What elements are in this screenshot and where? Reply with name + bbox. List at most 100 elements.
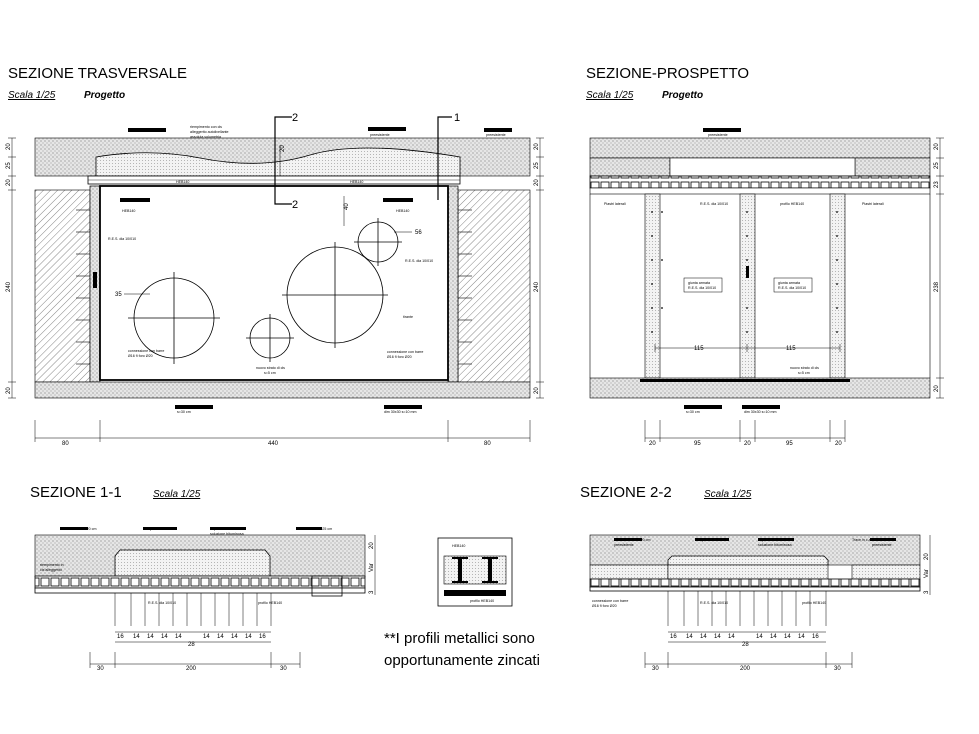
label-res-prospetto: R.E.S. dia 10/010 (700, 202, 728, 206)
project-label-prospetto: Progetto (662, 90, 703, 101)
label-connessione-1: connessione con barre (128, 349, 164, 353)
dim-20-prospetto-bot: 20 (934, 385, 940, 392)
dim-25-l: 25 (6, 162, 12, 169)
dim-14-s11-c: 14 (161, 634, 168, 640)
label-giunta-2b: R.E.S. dia 10/010 (778, 286, 806, 290)
dim-200-s11: 200 (186, 666, 197, 672)
label-profilo-1-1: profilo HEB140 (258, 601, 282, 605)
dim-14-s11-d: 14 (175, 634, 182, 640)
dim-20-s22: 20 (924, 553, 930, 560)
dim-14-s11-h: 14 (245, 634, 252, 640)
label-res-1-1: R.E.S. dia 10/010 (148, 601, 176, 605)
dim-28-s22: 28 (742, 642, 749, 648)
label-soletta-2-2: Soletta in c.a. s=20 cm (614, 538, 650, 542)
dim-14-s11-a: 14 (133, 634, 140, 640)
wall-left (34, 189, 91, 383)
dim-30-s11-l: 30 (97, 666, 104, 672)
label-dim-bottom-prospetto: dim 30x30 s=10 mm (744, 410, 776, 414)
label-riempimento-a-1-1: riempimento in (40, 563, 64, 567)
label-preesistente-b-2-2: preesistente (872, 543, 892, 547)
label-heb-2: HEB140 (350, 180, 363, 184)
section-mark-2-top: 2 (292, 112, 298, 124)
dim-238-prospetto: 238 (934, 281, 940, 292)
sezione-1-1-drawing: Soletta in c.a. s=20 cm riempimento malt… (34, 527, 376, 672)
label-alleggerito: alleggerito autolivellante (190, 130, 229, 134)
label-tirante: tirante (403, 315, 413, 319)
dim-56: 56 (415, 230, 422, 236)
label-imperm-1-1: Impermeabilizzazione (210, 527, 245, 531)
section-mark-2-bottom: 2 (292, 199, 298, 211)
wall-right (457, 189, 531, 383)
label-nuovo-prospetto: nuovo strato di cls (790, 366, 819, 370)
dim-240-l: 240 (6, 281, 12, 292)
dim-16-s22-r: 16 (812, 634, 819, 640)
label-giunta-2: giunta armata (778, 281, 800, 285)
label-profilo-prospetto: profilo HEB140 (780, 202, 804, 206)
label-dim-bottom: dim 30x30 s=10 mm (384, 410, 416, 414)
dim-20-p1: 20 (649, 441, 656, 447)
dim-20-p3: 20 (835, 441, 842, 447)
profile-detail: HEB140 profilo HEB140 (437, 537, 513, 607)
label-connessione-b-2-2: Ø16 fi foro Ø20 (592, 604, 617, 608)
scale-label-trasversale: Scala 1/25 (8, 90, 56, 101)
sezione-trasversale-drawing: 2 2 1 riempimento con cls alleggerito au… (6, 112, 544, 447)
dim-20-bot-l: 20 (6, 387, 12, 394)
dim-14-s22-b: 14 (700, 634, 707, 640)
dim-20-bot-r: 20 (534, 387, 540, 394)
dim-16-s22-l: 16 (670, 634, 677, 640)
dim-20-top-r: 20 (534, 143, 540, 150)
dim-28-s11: 28 (188, 642, 195, 648)
bottom-slab (34, 381, 531, 399)
dim-20-p2: 20 (744, 441, 751, 447)
title-sezione-2-2: SEZIONE 2-2 (580, 484, 672, 501)
label-riempimento: riempimento con cls (190, 125, 222, 129)
dim-14-s11-b: 14 (147, 634, 154, 640)
title-sezione-trasversale: SEZIONE TRASVERSALE (8, 65, 187, 82)
label-riempimento-malta-2-2: riempimento malta (695, 538, 725, 542)
label-riempimento-malta-1-1: riempimento malta (143, 527, 173, 531)
label-preesistente-2: preesistente (486, 133, 506, 137)
scale-label-prospetto: Scala 1/25 (586, 90, 634, 101)
dim-25-r: 25 (534, 162, 540, 169)
dim-20-inner: 20 (280, 145, 286, 152)
label-spessore-prospetto: s=30 cm (686, 410, 700, 414)
detail-label-bottom: profilo HEB140 (470, 599, 494, 603)
dim-20-top-l: 20 (6, 143, 12, 150)
label-nuovo-2: s=5 cm (264, 371, 276, 375)
label-soletta-1-1: Soletta in c.a. s=20 cm (60, 527, 96, 531)
dim-20-prospetto-top: 20 (934, 143, 940, 150)
detail-label-top: HEB140 (452, 544, 465, 548)
label-profilo-2-2: profilo HEB140 (802, 601, 826, 605)
dim-20-mid-r: 20 (534, 179, 540, 186)
label-piastre-right: Piastri laterali (862, 202, 884, 206)
label-alleggerito-2: assoluta volumetria (190, 135, 221, 139)
dim-95-p2: 95 (786, 441, 793, 447)
dim-200-s22: 200 (740, 666, 751, 672)
dim-14-s22-f: 14 (770, 634, 777, 640)
label-preesistente-1: preesistente (370, 133, 390, 137)
dim-30-s22-l: 30 (652, 666, 659, 672)
label-imperm-2-1-1: soluzione bituminosa (210, 532, 244, 536)
dim-30-s22-r: 30 (834, 666, 841, 672)
label-imperm-2-2: Impermeabilizzazione (758, 538, 793, 542)
label-res-1: R.E.S. dia 10/010 (108, 237, 136, 241)
dim-115-left: 115 (694, 346, 704, 352)
dim-3-s11: 3 (369, 590, 375, 594)
label-nuovo: nuovo strato di cls (256, 366, 285, 370)
label-heb-1: HEB140 (176, 180, 189, 184)
dim-40: 40 (344, 203, 350, 210)
scale-label-2-2: Scala 1/25 (704, 489, 752, 500)
dim-var-s22: Var (924, 569, 930, 578)
label-res-2: R.E.S. dia 10/010 (405, 259, 433, 263)
title-sezione-1-1: SEZIONE 1-1 (30, 484, 122, 501)
title-sezione-prospetto: SEZIONE-PROSPETTO (586, 65, 749, 82)
label-connessione-2: connessione con barre (387, 350, 423, 354)
dim-14-s11-e: 14 (203, 634, 210, 640)
lightweight-fill (95, 147, 461, 177)
dim-23-prospetto: 23 (934, 181, 940, 188)
note-line-2: opportunamente zincati (384, 652, 540, 669)
inner-wall-right (447, 185, 459, 383)
label-heb-3: HEB140 (122, 209, 135, 213)
dim-16-s11-r: 16 (259, 634, 266, 640)
dim-80-left: 80 (62, 441, 69, 447)
